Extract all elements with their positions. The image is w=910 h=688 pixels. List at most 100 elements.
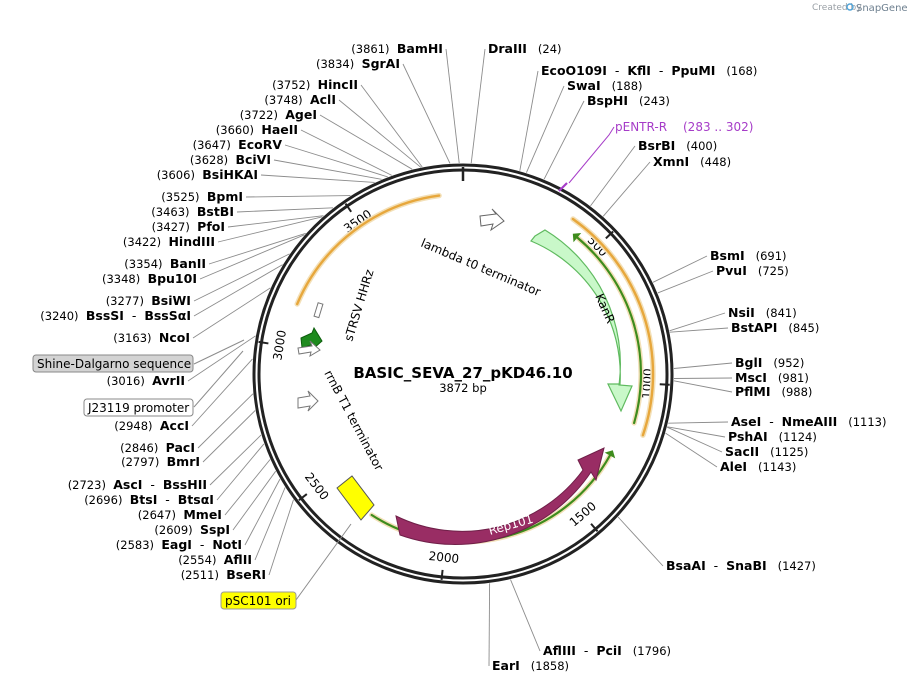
j23119-promoter-box[interactable]: J23119 promoter bbox=[83, 350, 244, 417]
enzyme-bstbi[interactable]: (3463) BstBI bbox=[151, 204, 234, 219]
enzyme-label: BsaAI - SnaBI (1427) bbox=[666, 558, 816, 573]
leader-line bbox=[673, 380, 733, 393]
j23119-promoter-feature[interactable] bbox=[297, 340, 321, 358]
psc101-leader bbox=[295, 523, 352, 601]
enzyme-bsaai-snabi[interactable]: BsaAI - SnaBI (1427) bbox=[666, 558, 816, 573]
leader-line bbox=[192, 287, 271, 339]
enzyme-label: (2723) AscI - BssHII bbox=[68, 477, 207, 492]
enzyme-pfoi[interactable]: (3427) PfoI bbox=[152, 219, 225, 234]
lambda-terminator-icon[interactable] bbox=[479, 208, 505, 232]
leader-line bbox=[617, 516, 664, 567]
enzyme-sacii[interactable]: SacII (1125) bbox=[725, 444, 808, 459]
enzyme-ncoi[interactable]: (3163) NcoI bbox=[113, 330, 190, 345]
kanr-feature[interactable] bbox=[530, 229, 633, 413]
enzyme-ecorv[interactable]: (3647) EcoRV bbox=[193, 137, 283, 152]
enzyme-label: (3348) Bpu10I bbox=[102, 271, 197, 286]
primer-pentr-r[interactable]: pENTR-R (283 .. 302) bbox=[558, 120, 753, 192]
enzyme-agei[interactable]: (3722) AgeI bbox=[240, 107, 317, 122]
enzyme-paci[interactable]: (2846) PacI bbox=[120, 440, 195, 455]
enzyme-bpmi[interactable]: (3525) BpmI bbox=[161, 189, 243, 204]
enzyme-btsi-bts-i[interactable]: (2696) BtsI - BtsαI bbox=[84, 492, 214, 507]
enzyme-bsrbi[interactable]: BsrBI (400) bbox=[638, 138, 717, 153]
orange-arc-left[interactable] bbox=[296, 194, 441, 306]
enzyme-aflii[interactable]: (2554) AflII bbox=[178, 552, 252, 567]
enzyme-bgli[interactable]: BglI (952) bbox=[735, 355, 804, 370]
enzyme-mmei[interactable]: (2647) MmeI bbox=[138, 507, 222, 522]
enzyme-acli[interactable]: (3748) AclI bbox=[264, 92, 336, 107]
enzyme-bsmi[interactable]: BsmI (691) bbox=[710, 248, 787, 263]
enzyme-bsssi-bsss-i[interactable]: (3240) BssSI - BssSαI bbox=[40, 308, 191, 323]
enzyme-label: (3354) BanII bbox=[124, 256, 206, 271]
enzyme-label: (2583) EagI - NotI bbox=[116, 537, 242, 552]
enzyme-afliii-pcii[interactable]: AflIII - PciI (1796) bbox=[543, 643, 671, 658]
enzyme-msci[interactable]: MscI (981) bbox=[735, 370, 809, 385]
shine-dalgarno-box-bg bbox=[32, 354, 194, 373]
enzyme-label: BsmI (691) bbox=[710, 248, 787, 263]
enzyme-acci[interactable]: (2948) AccI bbox=[114, 418, 189, 433]
enzyme-label: NsiI (841) bbox=[728, 305, 797, 320]
enzyme-label: (3463) BstBI bbox=[151, 204, 234, 219]
green-arc-kanr[interactable] bbox=[576, 236, 643, 425]
enzyme-bsihkai[interactable]: (3606) BsiHKAI bbox=[157, 167, 258, 182]
leader-line bbox=[224, 459, 271, 516]
enzyme-hincii[interactable]: (3752) HincII bbox=[272, 77, 358, 92]
enzyme-sspi[interactable]: (2609) SspI bbox=[154, 522, 230, 537]
plasmid-length: 3872 bp bbox=[439, 381, 487, 395]
enzyme-bsiwi[interactable]: (3277) BsiWI bbox=[106, 293, 191, 308]
leader-line bbox=[543, 100, 585, 180]
enzyme-pflmi[interactable]: PflMI (988) bbox=[735, 384, 812, 399]
rrnb-terminator-icon[interactable] bbox=[297, 390, 319, 412]
enzyme-bamhi[interactable]: (3861) BamHI bbox=[351, 41, 443, 56]
tick-3500 bbox=[344, 203, 352, 213]
enzyme-asci-bsshii[interactable]: (2723) AscI - BssHII bbox=[68, 477, 207, 492]
orange-arc-kanr[interactable] bbox=[571, 217, 655, 437]
leader-line bbox=[217, 216, 323, 243]
leader-line bbox=[602, 161, 651, 217]
enzyme-bmri[interactable]: (2797) BmrI bbox=[121, 454, 200, 469]
psc101-ori-feature[interactable] bbox=[336, 475, 375, 521]
leader-line bbox=[254, 487, 286, 561]
leader-line bbox=[319, 114, 413, 170]
tick-2000 bbox=[440, 569, 444, 580]
primer-mark bbox=[558, 182, 568, 192]
enzyme-pshai[interactable]: PshAI (1124) bbox=[728, 429, 817, 444]
enzyme-label: AseI - NmeAIII (1113) bbox=[731, 414, 886, 429]
enzyme-asei-nmeaiii[interactable]: AseI - NmeAIII (1113) bbox=[731, 414, 886, 429]
enzyme-bpu10i[interactable]: (3348) Bpu10I bbox=[102, 271, 197, 286]
enzyme-sgrai[interactable]: (3834) SgrAI bbox=[316, 56, 400, 71]
leader-line bbox=[360, 84, 423, 168]
enzyme-pvui[interactable]: PvuI (725) bbox=[716, 263, 789, 278]
enzyme-eagi-noti[interactable]: (2583) EagI - NotI bbox=[116, 537, 242, 552]
tick-2500 bbox=[298, 493, 308, 501]
leader-line bbox=[667, 426, 726, 438]
enzyme-avrii[interactable]: (3016) AvrII bbox=[107, 373, 185, 388]
enzyme-nsii[interactable]: NsiI (841) bbox=[728, 305, 797, 320]
enzyme-haeii[interactable]: (3660) HaeII bbox=[216, 122, 298, 137]
leader-line bbox=[193, 264, 283, 317]
enzyme-label: SacII (1125) bbox=[725, 444, 808, 459]
strsv-hhrz-feature[interactable] bbox=[313, 302, 324, 319]
rep101-feature[interactable] bbox=[395, 447, 605, 545]
enzyme-swai[interactable]: SwaI (188) bbox=[567, 78, 643, 93]
primer-leader bbox=[568, 126, 615, 184]
enzyme-bcivi[interactable]: (3628) BciVI bbox=[190, 152, 271, 167]
enzyme-bsphi[interactable]: BspHI (243) bbox=[587, 93, 670, 108]
enzyme-xmni[interactable]: XmnI (448) bbox=[653, 154, 731, 169]
enzyme-draiii[interactable]: DraIII (24) bbox=[488, 41, 562, 56]
credit-brand[interactable]: SnapGene bbox=[856, 3, 908, 14]
enzyme-label: (2609) SspI bbox=[154, 522, 230, 537]
tick-label-2000: 2000 bbox=[428, 549, 460, 566]
shine-dalgarno-box[interactable]: Shine-Dalgarno sequence bbox=[32, 339, 245, 373]
enzyme-hindiii[interactable]: (3422) HindIII bbox=[123, 234, 215, 249]
enzyme-alei[interactable]: AleI (1143) bbox=[720, 459, 796, 474]
enzyme-ecoo109i-kfli-ppumi[interactable]: EcoO109I - KflI - PpuMI (168) bbox=[541, 63, 757, 78]
enzyme-banii[interactable]: (3354) BanII bbox=[124, 256, 206, 271]
j23119-box-bg bbox=[83, 398, 194, 417]
psc101-ori-box[interactable]: pSC101 ori bbox=[220, 523, 352, 610]
enzyme-bstapi[interactable]: BstAPI (845) bbox=[731, 320, 819, 335]
enzyme-eari[interactable]: EarI (1858) bbox=[492, 658, 569, 673]
enzyme-label: (3016) AvrII bbox=[107, 373, 185, 388]
psc101-box-bg bbox=[220, 591, 297, 610]
enzyme-bseri[interactable]: (2511) BseRI bbox=[181, 567, 266, 582]
